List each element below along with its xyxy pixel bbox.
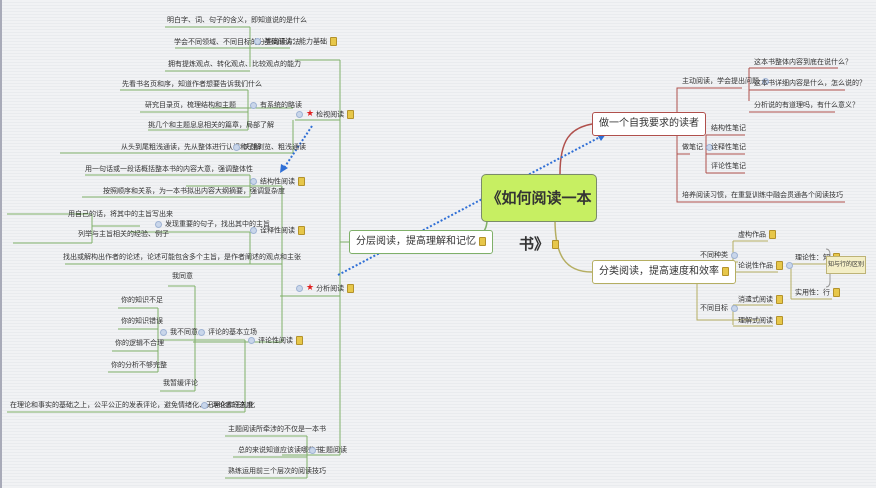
relationship-line-inspect-structural bbox=[283, 125, 313, 169]
node-syntopical-item[interactable]: 主题阅读所牵涉的不仅是一本书 bbox=[228, 425, 326, 433]
node-disagree-item[interactable]: 你的逻辑不合理 bbox=[115, 339, 164, 347]
note-icon[interactable] bbox=[776, 261, 783, 270]
branch-self-reader[interactable]: 做一个自我要求的读者 bbox=[592, 112, 706, 136]
node-fiction[interactable]: 虚构作品 bbox=[738, 230, 776, 240]
node-notes[interactable]: 做笔记 bbox=[682, 143, 716, 152]
node-interpretive[interactable]: 诠释性阅读 bbox=[250, 226, 305, 236]
node-attitude[interactable]: 评论者的态度 bbox=[201, 401, 253, 410]
node-inspect-item[interactable]: 先看书名页和序，知道作者想要告诉我们什么 bbox=[122, 80, 262, 88]
collapse-icon[interactable] bbox=[160, 328, 167, 336]
node-quick[interactable]: 快速浏览、粗浅通读 bbox=[233, 143, 306, 152]
collapse-icon[interactable] bbox=[706, 143, 713, 151]
node-basic-item[interactable]: 明白字、词、句子的含义，即知道说的是什么 bbox=[167, 16, 307, 24]
note-icon[interactable] bbox=[776, 316, 783, 325]
node-question[interactable]: 分析说的有道理吗，有什么意义？ bbox=[754, 101, 859, 109]
collapse-icon[interactable] bbox=[296, 285, 303, 292]
node-basic-item[interactable]: 拥有提炼观点、转化观点、比较观点的能力 bbox=[168, 60, 301, 68]
collapse-icon[interactable] bbox=[248, 337, 255, 344]
collapse-icon[interactable] bbox=[198, 328, 205, 336]
branch-levels[interactable]: 分层阅读，提高理解和记忆 bbox=[349, 230, 493, 254]
node-syntopical[interactable]: 主题阅读 bbox=[309, 446, 347, 455]
node-note-type[interactable]: 诠释性笔记 bbox=[711, 143, 746, 151]
note-icon[interactable] bbox=[296, 336, 303, 345]
note-icon[interactable] bbox=[347, 284, 355, 293]
node-inspect-item[interactable]: 研究目录页，梳理结构和主题 bbox=[145, 101, 236, 109]
collapse-icon[interactable] bbox=[250, 227, 257, 234]
node-structural-item[interactable]: 用一句话或一段话概括整本书的内容大意，强调整体性 bbox=[85, 165, 253, 173]
note-icon[interactable] bbox=[330, 37, 337, 46]
branch-classify[interactable]: 分类阅读，提高速度和效率 bbox=[592, 260, 736, 284]
node-syntopical-item[interactable]: 总的来说知道应该读哪些书 bbox=[238, 446, 322, 454]
node-key-sentence[interactable]: 发现重要的句子，找出其中的主旨 bbox=[155, 220, 270, 229]
node-disagree[interactable]: 我不同意 bbox=[160, 328, 198, 337]
node-question[interactable]: 这本书详细内容是什么，怎么说的？ bbox=[754, 79, 866, 87]
note-icon[interactable] bbox=[479, 236, 486, 246]
node-basic[interactable]: 基础阅读：能力基础 bbox=[254, 37, 337, 47]
star-icon: ★ bbox=[306, 109, 315, 119]
note-icon[interactable] bbox=[722, 266, 729, 276]
node-types[interactable]: 不同种类 bbox=[700, 251, 741, 260]
node-structural[interactable]: 结构性阅读 bbox=[250, 177, 305, 187]
link-root-classify bbox=[554, 219, 593, 273]
branch-label: 分类阅读，提高速度和效率 bbox=[599, 266, 719, 277]
node-expository[interactable]: 论说性作品 bbox=[738, 261, 796, 271]
root-topic[interactable]: 《如何阅读一本书》 bbox=[481, 174, 597, 253]
node-note-type[interactable]: 结构性笔记 bbox=[711, 124, 746, 132]
node-active-reading[interactable]: 主动阅读，学会提出问题 bbox=[682, 77, 772, 86]
node-structural-item[interactable]: 按照顺序和关系，为一本书拟出内容大纲摘要，强调复杂度 bbox=[103, 187, 285, 195]
note-icon[interactable] bbox=[776, 295, 783, 304]
collapse-icon[interactable] bbox=[786, 262, 793, 269]
node-disagree-item[interactable]: 你的知识错误 bbox=[121, 317, 163, 325]
node-key-item[interactable]: 列举与主旨相关的经验、例子 bbox=[78, 230, 169, 238]
node-goals[interactable]: 不同目标 bbox=[700, 304, 741, 313]
note-icon[interactable] bbox=[298, 177, 305, 186]
node-syntopical-item[interactable]: 熟练运用前三个层次的阅读技巧 bbox=[228, 467, 326, 475]
arrowhead-structural bbox=[280, 164, 288, 173]
collapse-icon[interactable] bbox=[731, 304, 738, 312]
node-disagree-item[interactable]: 你的分析不够完整 bbox=[111, 361, 167, 369]
root-title: 《如何阅读一本书》 bbox=[486, 189, 592, 253]
note-icon[interactable] bbox=[347, 110, 355, 119]
node-argument[interactable]: 找出或解构出作者的论述，论述可能包含多个主旨，是作者阐述的观点和主张 bbox=[63, 253, 301, 261]
collapse-icon[interactable] bbox=[201, 401, 208, 409]
node-disagree-item[interactable]: 你的知识不足 bbox=[121, 296, 163, 304]
node-goal[interactable]: 消遣式阅读 bbox=[738, 295, 783, 305]
node-question[interactable]: 这本书整体内容到底在说什么？ bbox=[754, 58, 852, 66]
node-basic-item[interactable]: 学会不同领域、不同目标的分类阅读方法 bbox=[174, 38, 300, 46]
node-analytical[interactable]: ★分析阅读 bbox=[296, 283, 355, 294]
node-quick-item[interactable]: 从头到尾粗浅通读，先从整体进行认识和了解 bbox=[121, 143, 261, 151]
collapse-icon[interactable] bbox=[233, 143, 240, 151]
link-root-self bbox=[559, 123, 593, 175]
node-habit[interactable]: 培养阅读习惯，在重复训练中融会贯通各个阅读技巧 bbox=[682, 191, 843, 199]
summary-node[interactable]: 知与行的区别 bbox=[826, 256, 866, 274]
collapse-icon[interactable] bbox=[155, 220, 162, 228]
node-suspend[interactable]: 我暂缓评论 bbox=[163, 379, 198, 387]
node-systematic[interactable]: 有系统的略读 bbox=[250, 101, 302, 110]
collapse-icon[interactable] bbox=[250, 101, 257, 109]
note-icon[interactable] bbox=[833, 288, 840, 297]
node-stance[interactable]: 评论的基本立场 bbox=[198, 328, 257, 337]
note-icon[interactable] bbox=[298, 226, 305, 235]
node-attitude-text[interactable]: 在理论和事实的基础之上，公平公正的发表评论，避免情绪化、无理化和无礼化 bbox=[10, 401, 255, 409]
collapse-icon[interactable] bbox=[254, 38, 261, 45]
note-icon[interactable] bbox=[769, 230, 776, 239]
node-agree[interactable]: 我同意 bbox=[172, 272, 193, 280]
collapse-icon[interactable] bbox=[296, 111, 303, 118]
collapse-icon[interactable] bbox=[309, 446, 316, 454]
node-goal[interactable]: 理解式阅读 bbox=[738, 316, 783, 326]
star-icon: ★ bbox=[306, 283, 315, 293]
note-icon[interactable] bbox=[552, 240, 559, 249]
branch-label: 分层阅读，提高理解和记忆 bbox=[356, 236, 476, 247]
collapse-icon[interactable] bbox=[731, 251, 738, 259]
node-note-type[interactable]: 评论性笔记 bbox=[711, 162, 746, 170]
node-inspect-item[interactable]: 挑几个和主题息息相关的篇章，局部了解 bbox=[148, 121, 274, 129]
node-inspectional[interactable]: ★检视阅读 bbox=[296, 109, 355, 120]
node-key-item[interactable]: 用自己的话，将其中的主旨写出来 bbox=[68, 210, 173, 218]
window-edge bbox=[0, 0, 2, 488]
branch-label: 做一个自我要求的读者 bbox=[599, 118, 699, 129]
node-critical[interactable]: 评论性阅读 bbox=[248, 336, 303, 346]
node-practical[interactable]: 实用性：行 bbox=[795, 288, 840, 298]
collapse-icon[interactable] bbox=[250, 178, 257, 185]
collapse-icon[interactable] bbox=[762, 77, 769, 85]
